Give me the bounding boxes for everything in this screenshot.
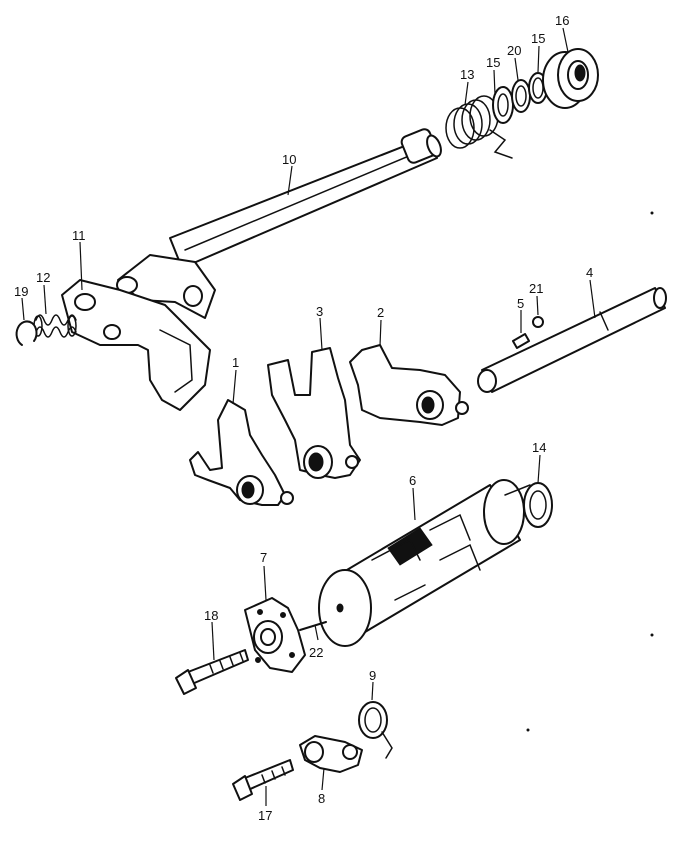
part-21-ball <box>532 316 544 328</box>
callout-10: 10 <box>282 152 296 167</box>
callout-12: 12 <box>36 270 50 285</box>
part-13-spring <box>445 95 513 159</box>
part-3-shift-fork <box>267 347 361 479</box>
part-8-stopper-arm <box>299 735 363 773</box>
part-2-shift-fork <box>349 344 469 426</box>
callout-16: 16 <box>555 13 569 28</box>
callout-11: 11 <box>72 228 86 243</box>
callout-2: 2 <box>377 305 384 320</box>
part-17-bolt <box>232 759 294 801</box>
part-9-spring <box>358 701 393 759</box>
callout-22: 22 <box>309 645 323 660</box>
part-7-cam-plate <box>244 597 306 673</box>
callout-4: 4 <box>586 265 593 280</box>
callout-13: 13 <box>460 67 474 82</box>
callout-14: 14 <box>532 440 546 455</box>
callout-18: 18 <box>204 608 218 623</box>
part-11-shift-arm <box>61 279 211 411</box>
part-18-bolt <box>175 649 249 695</box>
part-1-shift-fork <box>189 399 294 506</box>
callout-5: 5 <box>517 296 524 311</box>
part-6-shift-drum <box>318 479 525 647</box>
callout-8: 8 <box>318 791 325 806</box>
callout-20: 20 <box>507 43 521 58</box>
part-22-pin <box>299 621 327 631</box>
part-15-washer-a <box>492 86 514 124</box>
part-19-circlip <box>15 320 38 346</box>
callout-6: 6 <box>409 473 416 488</box>
callout-15-b: 15 <box>531 31 545 46</box>
part-16-oil-seal <box>542 48 599 109</box>
callout-labels: 1 2 3 4 5 6 7 8 9 10 11 12 13 14 15 15 1… <box>14 13 593 823</box>
callout-17: 17 <box>258 808 272 823</box>
scan-specks <box>526 211 654 732</box>
callout-3: 3 <box>316 304 323 319</box>
callout-21: 21 <box>529 281 543 296</box>
part-20-circlip <box>511 79 531 113</box>
callout-9: 9 <box>369 668 376 683</box>
part-4-fork-shaft <box>477 287 667 393</box>
callout-19: 19 <box>14 284 28 299</box>
part-10-shift-shaft <box>116 128 442 319</box>
callout-1: 1 <box>232 355 239 370</box>
callout-15-a: 15 <box>486 55 500 70</box>
part-5-pin <box>511 333 531 349</box>
leader-lines <box>21 27 596 806</box>
callout-7: 7 <box>260 550 267 565</box>
